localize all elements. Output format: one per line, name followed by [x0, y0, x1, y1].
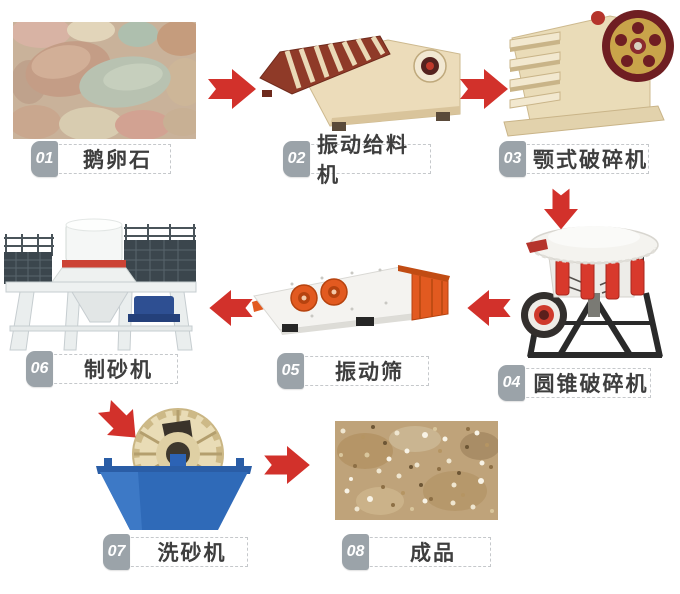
- step-label-text: 振动给料机: [317, 134, 409, 187]
- step-label-text: 振动筛: [335, 361, 404, 384]
- step-number-badge: 07: [103, 534, 130, 570]
- step-label-03: 颚式破碎机 03: [499, 141, 649, 177]
- arrow-04-to-05: [466, 290, 512, 326]
- step-label-06: 制砂机 06: [26, 351, 178, 387]
- sand-making-machine-illustration: [2, 216, 200, 354]
- step-label-07: 洗砂机 07: [103, 534, 248, 570]
- step-number-badge: 08: [342, 534, 369, 570]
- step-label-text: 圆锥破碎机: [533, 373, 649, 396]
- step-label-08: 成品 08: [342, 534, 491, 570]
- arrow-07-to-08: [264, 446, 310, 484]
- step-label-text: 制砂机: [84, 359, 153, 382]
- arrow-06-to-07: [91, 393, 149, 451]
- arrow-01-to-02: [208, 69, 256, 109]
- step-number-badge: 05: [277, 353, 304, 389]
- finished-sand-photo: [335, 421, 498, 520]
- jaw-crusher-illustration: [498, 4, 678, 138]
- step-number-badge: 04: [498, 365, 525, 401]
- arrow-02-to-03: [460, 69, 508, 109]
- step-number-badge: 01: [31, 141, 58, 177]
- cobblestone-photo: [13, 22, 196, 139]
- step-label-02: 振动给料机 02: [283, 134, 431, 187]
- step-label-box: 制砂机: [39, 354, 178, 384]
- step-label-box: 成品: [355, 537, 491, 567]
- step-label-box: 颚式破碎机: [512, 144, 649, 174]
- sand-washer-illustration: [96, 408, 252, 532]
- step-label-text: 洗砂机: [157, 542, 227, 565]
- arrow-05-to-06: [208, 290, 254, 326]
- vibrating-feeder-illustration: [258, 28, 478, 136]
- step-label-05: 振动筛 05: [277, 353, 429, 389]
- step-label-box: 振动筛: [290, 356, 429, 386]
- step-label-box: 洗砂机: [116, 537, 248, 567]
- cone-crusher-illustration: [518, 215, 670, 361]
- step-label-text: 成品: [410, 542, 456, 565]
- vibrating-screen-illustration: [252, 262, 454, 336]
- step-number-badge: 02: [283, 141, 310, 177]
- step-number-badge: 06: [26, 351, 53, 387]
- step-label-box: 圆锥破碎机: [511, 368, 651, 398]
- step-label-04: 圆锥破碎机 04: [498, 365, 651, 401]
- step-label-box: 振动给料机: [296, 134, 431, 187]
- step-label-text: 颚式破碎机: [533, 149, 648, 172]
- step-label-text: 鹅卵石: [83, 149, 152, 172]
- step-number-badge: 03: [499, 141, 526, 177]
- step-label-01: 鹅卵石 01: [31, 141, 171, 177]
- arrow-03-to-04: [544, 186, 578, 232]
- step-label-box: 鹅卵石: [44, 144, 171, 174]
